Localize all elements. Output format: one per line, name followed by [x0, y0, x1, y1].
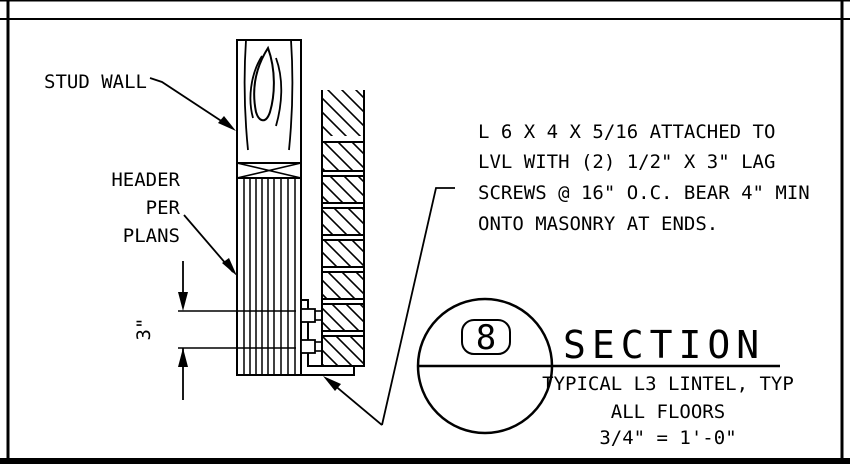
header-label-line3: PLANS [123, 225, 180, 247]
stud-wall-framing [236, 39, 302, 164]
dimension-3in [178, 261, 296, 400]
section-subtitle-line2: ALL FLOORS [611, 401, 725, 423]
header-leader [183, 214, 237, 276]
section-title-block [416, 297, 780, 435]
section-number: 8 [476, 318, 496, 358]
note-line-4: ONTO MASONRY AT ENDS. [478, 213, 718, 235]
header-label-line2: PER [146, 197, 181, 219]
dimension-label: 3" [133, 318, 155, 341]
section-subtitle-line1: TYPICAL L3 LINTEL, TYP [542, 373, 794, 395]
lag-screws [300, 308, 322, 354]
lvl-header [236, 177, 302, 376]
note-line-3: SCREWS @ 16" O.C. BEAR 4" MIN [478, 182, 810, 204]
note-line-2: LVL WITH (2) 1/2" X 3" LAG [478, 151, 775, 173]
stud-wall-label: STUD WALL [44, 71, 147, 93]
header-label-line1: HEADER [111, 169, 180, 191]
note-leader [323, 187, 455, 426]
masonry-wall [321, 90, 365, 367]
stud-plate [236, 162, 302, 179]
section-title: SECTION [563, 323, 765, 367]
stud-wall-leader [149, 77, 236, 131]
section-scale: 3/4" = 1'-0" [599, 427, 736, 449]
note-line-1: L 6 X 4 X 5/16 ATTACHED TO [478, 121, 775, 143]
